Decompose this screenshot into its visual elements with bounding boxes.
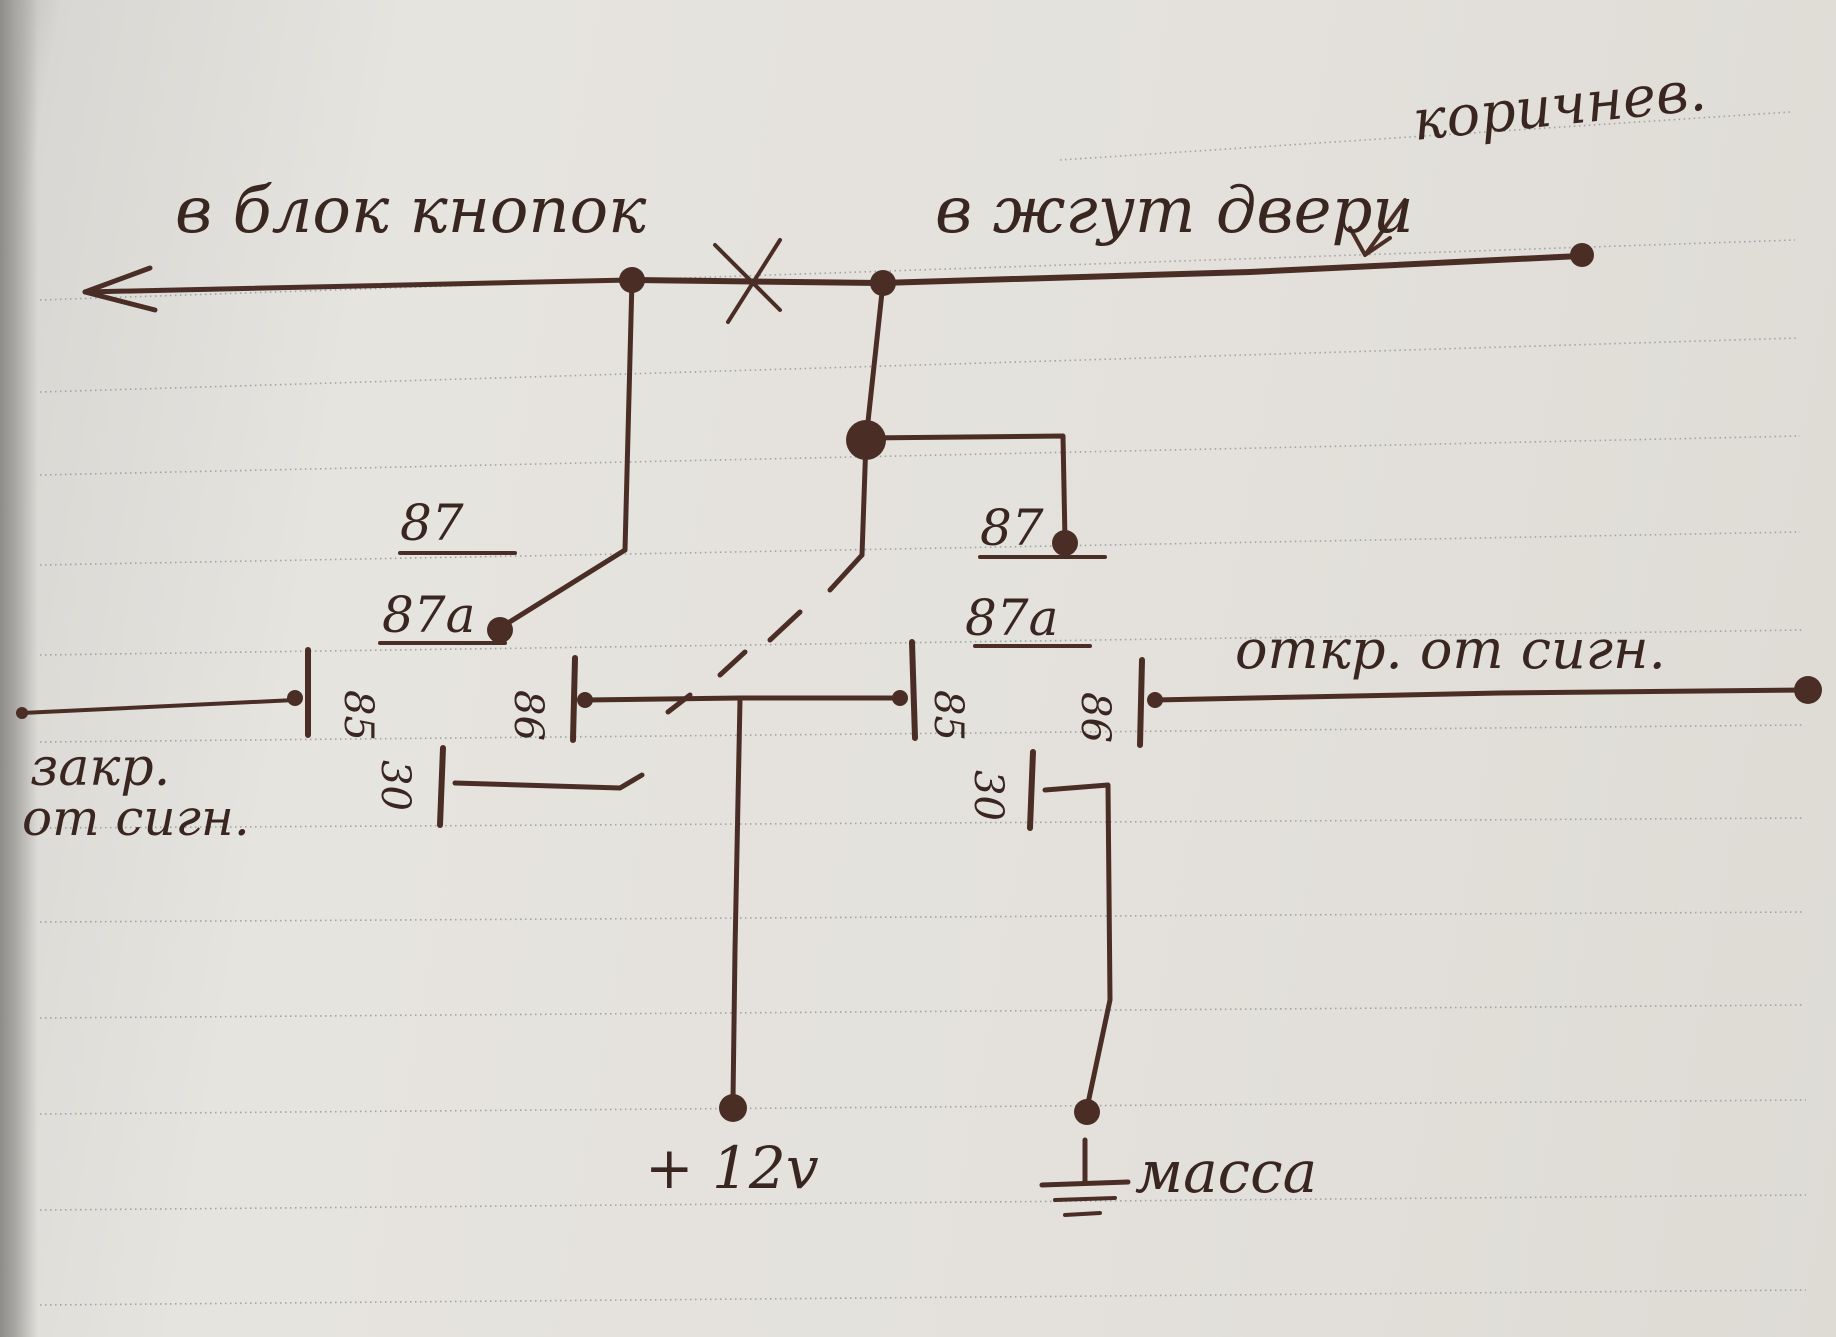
top-wire-right	[627, 253, 1583, 286]
ruled-line	[39, 1099, 1807, 1115]
ground-icon	[1039, 1137, 1131, 1217]
ruled-lines	[39, 111, 1807, 1306]
label-relay1-85: 85	[335, 690, 381, 741]
relay1-85-dot	[287, 690, 303, 706]
label-relay1-87a: 87а	[382, 586, 475, 644]
label-relay2-86: 86	[1072, 692, 1118, 743]
ruled-line	[39, 239, 1796, 301]
label-plus-12v: + 12v	[645, 1134, 819, 1202]
ruled-line	[39, 1194, 1807, 1211]
label-relay1-87: 87	[400, 494, 464, 552]
label-brown-wire: коричнев.	[1410, 59, 1710, 154]
label-unlock-from-alarm: откр. от сигн.	[1235, 618, 1666, 681]
relay2-common-wire	[859, 280, 886, 558]
ruled-line	[39, 629, 1803, 656]
label-to-button-block: в блок кнопок	[175, 174, 647, 248]
relay2-85-dot	[892, 690, 908, 706]
switch-arm-dashed	[665, 552, 865, 715]
label-lock-from-alarm-line1: закр.	[30, 738, 170, 798]
supply-and-ground	[719, 697, 1131, 1217]
lock-signal-wire	[20, 698, 297, 715]
label-relay2-87a: 87а	[965, 589, 1058, 647]
coil-common-wire	[582, 695, 903, 703]
plus-12v-wire	[730, 697, 743, 1103]
relay1-87a-wire	[497, 277, 635, 631]
label-to-door-harness: в жгут двери	[935, 174, 1414, 248]
relay2-30-terminal	[1027, 749, 1036, 831]
cut-mark-x	[713, 238, 782, 324]
notebook-binding-shadow	[0, 0, 38, 1337]
relay1-30-terminal	[437, 745, 446, 828]
relay1-87a-dot	[487, 617, 513, 643]
plus-12v-dot	[719, 1094, 747, 1122]
relay2-87-dot	[1052, 530, 1078, 556]
door-harness-end-dot	[1570, 243, 1594, 267]
top-wire	[82, 198, 1594, 324]
relay2-87-wire	[863, 433, 1068, 543]
label-relay1-86: 86	[505, 690, 551, 741]
label-relay1-30: 30	[372, 760, 418, 811]
ruled-line	[39, 911, 1805, 923]
unlock-signal-end-dot	[1794, 676, 1822, 704]
label-ground: масса	[1135, 1138, 1317, 1206]
label-relay2-85: 85	[925, 690, 971, 741]
relay1-86-terminal	[570, 655, 578, 743]
ruled-line	[39, 531, 1801, 566]
ruled-line	[1059, 111, 1791, 161]
ruled-line	[39, 337, 1799, 393]
ruled-line	[39, 1289, 1807, 1306]
relay-30-terminals	[437, 745, 1113, 1111]
label-lock-from-alarm-line2: от сигн.	[22, 789, 250, 847]
ruled-line	[39, 435, 1801, 476]
relay2-85-terminal	[909, 639, 918, 741]
arrow-left-head	[82, 265, 158, 313]
brown-wire-pointer-arrow	[1348, 198, 1407, 257]
label-relay2-30: 30	[965, 770, 1011, 821]
relay2-contacts	[665, 280, 1107, 715]
relay1-30-wire	[452, 772, 645, 791]
unlock-signal-wire	[1152, 687, 1808, 703]
relay1-contacts	[378, 277, 635, 645]
top-wire-left	[82, 277, 633, 295]
relay2-86-terminal	[1137, 657, 1145, 748]
ground-dot	[1074, 1099, 1100, 1125]
label-relay2-87: 87	[980, 499, 1044, 557]
ruled-line	[39, 817, 1805, 829]
relay2-30-wire	[1042, 782, 1113, 1111]
ruled-line	[39, 724, 1803, 743]
lock-signal-end-dot	[16, 707, 28, 719]
ruled-line	[39, 1004, 1805, 1019]
